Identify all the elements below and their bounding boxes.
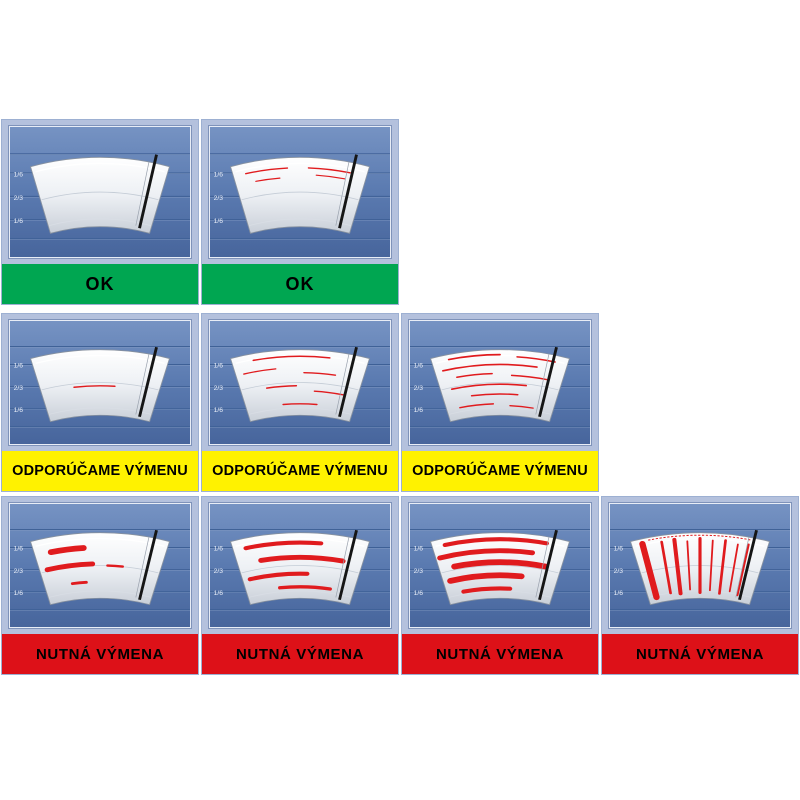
windshield-illustration: 1/6 2/3 1/6 [202,497,398,634]
status-label: NUTNÁ VÝMENA [235,645,365,663]
windshield-illustration: 1/6 2/3 1/6 [402,497,598,634]
status-label: OK [285,273,315,294]
wear-streaks [442,353,556,409]
windshield-illustration: 1/6 2/3 1/6 [2,120,198,264]
windshield-screen: 1/6 2/3 1/6 [9,126,191,258]
scale-label: 1/6 [414,590,424,597]
scale-label: 2/3 [14,195,24,202]
scale-label: 1/6 [214,546,224,553]
scale-label: 2/3 [14,568,24,575]
wiper-blade-line [535,529,558,601]
wear-streaks [243,540,346,591]
windshield-screen: 1/6 2/3 1/6 [209,503,391,628]
wiper-blade-line [335,529,358,601]
status-label: NUTNÁ VÝMENA [435,645,565,663]
wiper-blade-line [335,346,358,418]
status-band-replacement-required: NUTNÁ VÝMENA [202,634,398,674]
scale-label: 1/6 [414,407,424,414]
scale-label: 1/6 [214,407,224,414]
scale-label: 1/6 [614,546,624,553]
scale-label: 2/3 [614,568,624,575]
scale-label: 2/3 [214,568,224,575]
scale-label: 1/6 [14,590,24,597]
scale-label: 1/6 [14,407,24,414]
scale-label: 2/3 [414,568,424,575]
status-band-recommend-replacement: ODPORÚČAME VÝMENU [402,451,598,491]
windshield-screen: 1/6 2/3 1/6 [9,503,191,628]
wear-streaks [243,355,344,406]
windshield-glass [429,349,571,423]
windshield-screen: 1/6 2/3 1/6 [209,126,391,258]
status-band-replacement-required: NUTNÁ VÝMENA [2,634,198,674]
status-band-replacement-required: NUTNÁ VÝMENA [602,634,798,674]
status-band-replacement-required: NUTNÁ VÝMENA [402,634,598,674]
scale-label: 2/3 [214,385,224,392]
scale-label: 1/6 [214,363,224,370]
scale-label: 1/6 [14,218,24,225]
status-band-recommend-replacement: ODPORÚČAME VÝMENU [2,451,198,491]
status-band-ok: OK [2,264,198,304]
windshield-glass [229,349,371,423]
status-label: ODPORÚČAME VÝMENU [212,463,388,479]
windshield-screen: 1/6 2/3 1/6 [9,320,191,445]
status-label: ODPORÚČAME VÝMENU [12,463,188,479]
wear-streaks [73,385,116,388]
windshield-illustration: 1/6 2/3 1/6 [602,497,798,634]
windshield-illustration: 1/6 2/3 1/6 [202,314,398,451]
status-band-recommend-replacement: ODPORÚČAME VÝMENU [202,451,398,491]
scale-label: 1/6 [14,171,24,178]
scale-label: 1/6 [214,590,224,597]
scale-label: 2/3 [14,385,24,392]
wiper-blade-line [535,346,558,418]
windshield-illustration: 1/6 2/3 1/6 [2,497,198,634]
wear-streaks [245,167,351,182]
windshield-illustration: 1/6 2/3 1/6 [402,314,598,451]
windshield-glass [29,156,171,234]
scale-label: 1/6 [414,363,424,370]
scale-label: 1/6 [414,546,424,553]
scale-label: 1/6 [214,218,224,225]
status-band-ok: OK [202,264,398,304]
windshield-glass [229,156,371,234]
wiper-blade-line [735,529,758,601]
wear-streaks [639,534,752,601]
wiper-blade-line [135,529,158,601]
status-label: ODPORÚČAME VÝMENU [412,463,588,479]
wiper-blade-line [135,154,158,229]
windshield-screen: 1/6 2/3 1/6 [209,320,391,445]
scale-label: 1/6 [14,546,24,553]
windshield-illustration: 1/6 2/3 1/6 [202,120,398,264]
status-label: NUTNÁ VÝMENA [635,645,765,663]
windshield-illustration: 1/6 2/3 1/6 [2,314,198,451]
status-label: NUTNÁ VÝMENA [35,645,165,663]
scale-label: 1/6 [14,363,24,370]
scale-label: 1/6 [614,590,624,597]
scale-label: 1/6 [214,171,224,178]
wear-streaks [44,545,124,586]
windshield-screen: 1/6 2/3 1/6 [409,503,591,628]
scale-label: 2/3 [214,195,224,202]
scale-label: 2/3 [414,385,424,392]
windshield-screen: 1/6 2/3 1/6 [609,503,791,628]
windshield-screen: 1/6 2/3 1/6 [409,320,591,445]
status-label: OK [85,273,115,294]
wiper-blade-line [335,154,358,229]
wiper-blade-line [135,346,158,418]
wear-streaks [437,537,549,594]
